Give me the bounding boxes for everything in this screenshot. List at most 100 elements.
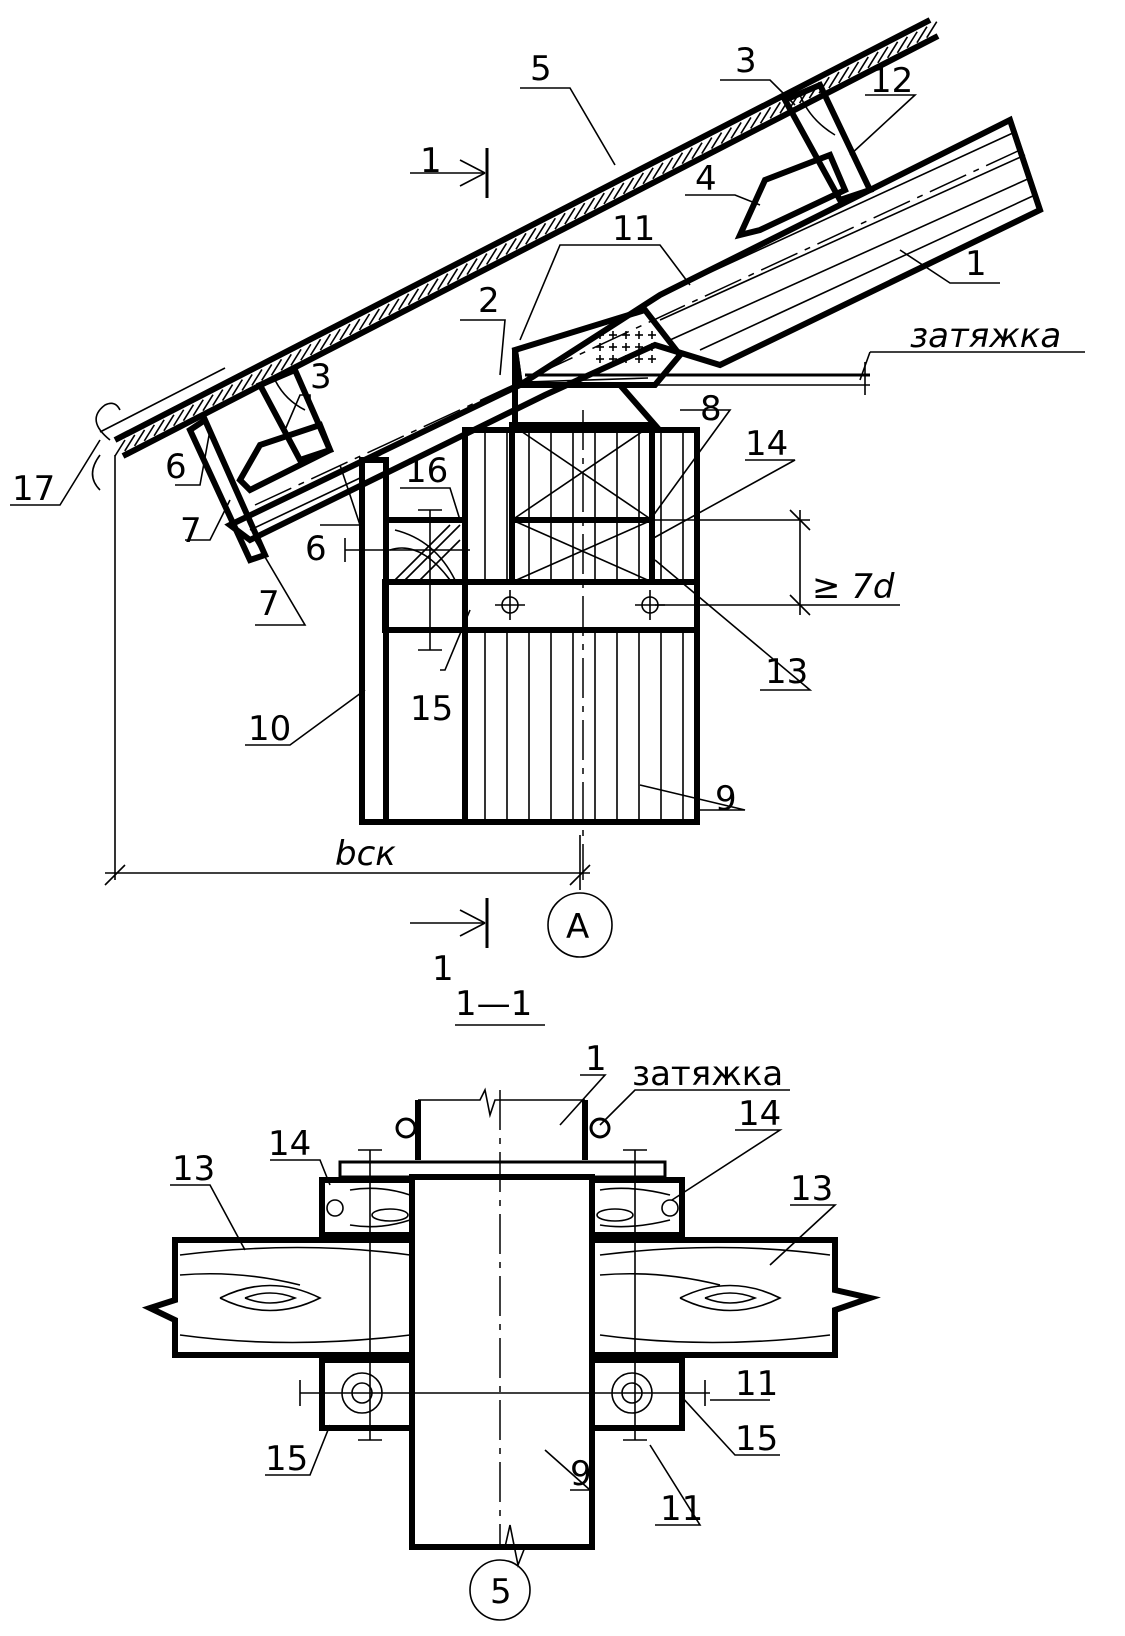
- hatch-line: [114, 439, 126, 457]
- hatch-line: [182, 404, 195, 422]
- hatch-line: [896, 36, 909, 54]
- hatch-line: [397, 293, 410, 311]
- hatch-line: [466, 258, 478, 275]
- callout-6-mid: 6: [305, 529, 327, 569]
- hatch-line: [300, 343, 312, 361]
- callout-1: 1: [965, 244, 987, 284]
- hatch-line: [544, 217, 556, 235]
- hatch-line: [632, 172, 645, 190]
- leaders-top: [10, 79, 1000, 811]
- callout-12: 12: [870, 61, 913, 101]
- hatch-line: [652, 162, 664, 180]
- hatch-line: [847, 61, 860, 79]
- hatch-line: [613, 182, 625, 200]
- section-callout-1: 1: [585, 1039, 607, 1079]
- rafter-beam: [224, 115, 1044, 544]
- hatch-line: [828, 71, 840, 89]
- beam-block: [509, 422, 655, 585]
- tie-rod: [524, 351, 1085, 395]
- callout-2: 2: [478, 281, 500, 321]
- axis-5-label: 5: [490, 1572, 512, 1612]
- post-head: [512, 349, 662, 428]
- section-tie-label: затяжка: [632, 1054, 783, 1094]
- hatch-line: [173, 409, 185, 427]
- hatch-line: [270, 358, 283, 376]
- hatch-line: [241, 374, 253, 391]
- side-plank-lower: [383, 627, 468, 825]
- dimension-7d: [655, 509, 900, 616]
- section-mark-bottom: [410, 898, 489, 948]
- dimension-7d-label: ≥ 7d: [812, 567, 895, 607]
- axis-a-bubble: [547, 892, 613, 958]
- right-strut: [780, 81, 875, 204]
- hatch-line: [476, 253, 488, 270]
- section-mark-top-label: 1: [420, 141, 442, 181]
- section-1-1: 1—1: [141, 984, 881, 1621]
- hatch-line: [720, 127, 733, 144]
- hatch-line: [427, 278, 439, 296]
- section-board-14: [319, 1177, 685, 1238]
- hatch-line: [261, 363, 273, 381]
- hatch-line: [417, 283, 429, 301]
- hatch-line: [456, 263, 468, 281]
- hatch-line: [701, 137, 713, 155]
- hatch-line: [691, 142, 703, 160]
- hatch-line: [583, 197, 596, 215]
- truss-node-elevation: 1 2 3 3 4 5 6 6 7 7 8 9 10 11 12 13 14 1…: [10, 17, 1085, 989]
- section-callout-15-left: 15: [265, 1439, 308, 1479]
- strut-grain: [274, 94, 836, 411]
- section-block-15: [319, 1357, 685, 1431]
- hatch-line: [926, 21, 938, 39]
- section-title: 1—1: [455, 984, 532, 1024]
- hatch-line: [143, 424, 156, 442]
- hatch-line: [642, 167, 654, 185]
- callout-9: 9: [715, 779, 737, 819]
- eave-hook: [91, 402, 121, 491]
- hatch-line: [769, 101, 781, 119]
- right-pad: [734, 151, 849, 240]
- hatch-line: [515, 232, 527, 250]
- hatch-line: [437, 273, 449, 291]
- hatch-line: [339, 323, 351, 341]
- hatch-line: [309, 338, 322, 356]
- column: [462, 427, 700, 825]
- hatch-line: [603, 187, 615, 205]
- section-callout-13-left: 13: [172, 1149, 215, 1189]
- callout-7-low: 7: [258, 584, 280, 624]
- section-callout-14-right: 14: [738, 1094, 781, 1134]
- section-mark-bottom-label: 1: [432, 949, 454, 989]
- callout-5: 5: [530, 49, 552, 89]
- hatch-line: [221, 384, 234, 401]
- hatch-line: [388, 298, 400, 316]
- hatch-line: [622, 177, 635, 195]
- hatch-line: [124, 434, 136, 452]
- callout-3-left: 3: [310, 357, 332, 397]
- callout-14: 14: [745, 424, 788, 464]
- hatch-line: [759, 106, 772, 124]
- hatch-line: [838, 66, 850, 84]
- hatch-line: [163, 414, 175, 432]
- left-pad: [236, 421, 334, 494]
- hatch-line: [495, 243, 508, 260]
- hatch-line: [671, 152, 684, 170]
- hatch-line: [867, 51, 879, 69]
- hatch-line: [916, 26, 928, 44]
- section-callout-13-right: 13: [790, 1169, 833, 1209]
- callout-15: 15: [410, 689, 453, 729]
- hatch-line: [485, 248, 498, 265]
- hatch-line: [525, 227, 537, 245]
- dimension-bck: [104, 455, 591, 886]
- hatch-line: [133, 429, 146, 447]
- section-rafter: [338, 1087, 667, 1179]
- hatch-line: [505, 237, 517, 255]
- hatch-line: [378, 303, 390, 321]
- section-callout-9: 9: [570, 1454, 592, 1494]
- dimension-bck-label: bск: [335, 834, 396, 874]
- hatch-line: [877, 46, 889, 64]
- hatch-line: [446, 268, 459, 286]
- hatch-line: [407, 288, 420, 306]
- callout-16: 16: [405, 451, 448, 491]
- hatch-line: [231, 379, 244, 396]
- hatch-line: [192, 399, 204, 417]
- hatch-line: [886, 41, 899, 59]
